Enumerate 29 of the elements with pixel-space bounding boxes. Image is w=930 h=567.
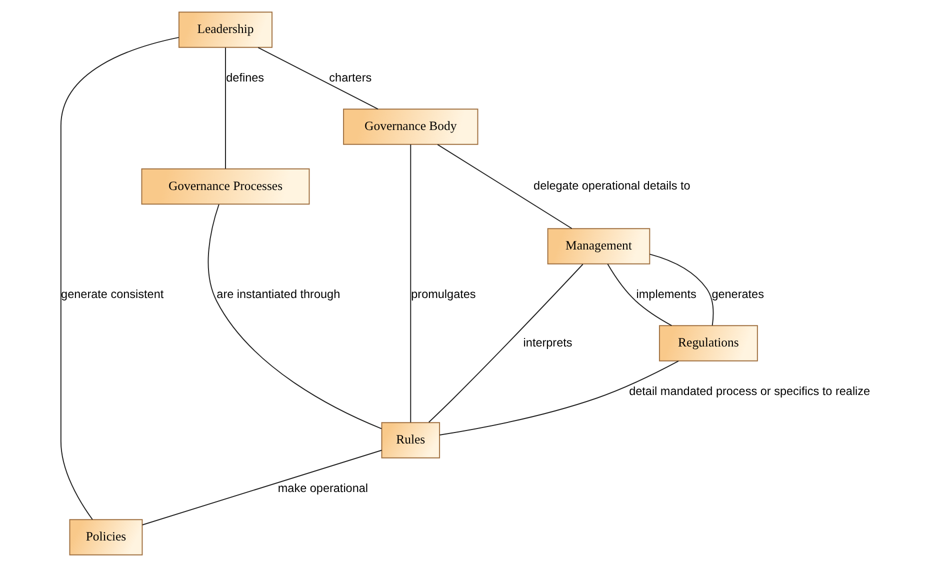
connector: [648, 254, 714, 326]
connector: [410, 144, 411, 423]
node-box: Rules: [380, 422, 440, 458]
connector: [606, 264, 672, 326]
node-box: Management: [546, 228, 650, 264]
node-box: Leadership: [178, 12, 272, 48]
edge-label: promulgates: [410, 288, 476, 301]
edge-label: interprets: [522, 336, 572, 350]
connector: [428, 264, 583, 423]
edge-label: detail mandated process or specifics to realize: [628, 384, 870, 398]
connector: [438, 360, 678, 436]
edge-label: make operational: [277, 482, 368, 495]
edge-label: charters: [328, 71, 372, 84]
edge-label: defines: [226, 71, 264, 84]
connector: [141, 450, 382, 526]
edge-label: delegate operational details to: [533, 180, 690, 193]
connector: [207, 204, 382, 430]
connector: [257, 47, 378, 110]
node-box: Policies: [68, 519, 142, 556]
edge-label: implements: [636, 288, 696, 301]
connector: [60, 36, 179, 520]
connector: [436, 144, 572, 229]
edge-label: generates: [711, 288, 764, 301]
node-box: Governance Body: [342, 108, 478, 145]
edge-label: are instantiated through: [216, 288, 340, 301]
node-box: Regulations: [658, 325, 758, 362]
edge-label: generate consistent: [60, 288, 164, 301]
connector: [224, 47, 226, 170]
node-box: Governance Processes: [140, 168, 310, 205]
